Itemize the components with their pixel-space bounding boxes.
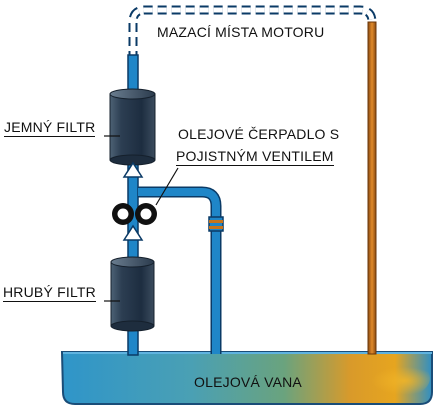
fine-filter-label: JEMNÝ FILTR <box>4 119 96 137</box>
pump-label-line1: OLEJOVÉ ČERPADLO S <box>178 126 340 142</box>
coarse-filter <box>110 256 155 332</box>
flow-arrow-lower <box>122 224 144 241</box>
coarse-filter-label: HRUBÝ FILTR <box>3 284 96 302</box>
pump-leader <box>155 167 179 206</box>
oil-sump-label: OLEJOVÁ VANA <box>194 374 302 390</box>
pump-label-line2: POJISTNÝM VENTILEM <box>176 148 334 166</box>
relief-valve-pipe <box>138 186 224 354</box>
oil-pump-gears <box>112 203 157 225</box>
gallery-dashed-pipe <box>128 5 377 60</box>
fine-filter <box>109 88 156 166</box>
flow-arrow-upper <box>122 161 144 178</box>
lubrication-points-label: MAZACÍ MÍSTA MOTORU <box>157 24 325 40</box>
return-pipe <box>367 21 377 355</box>
